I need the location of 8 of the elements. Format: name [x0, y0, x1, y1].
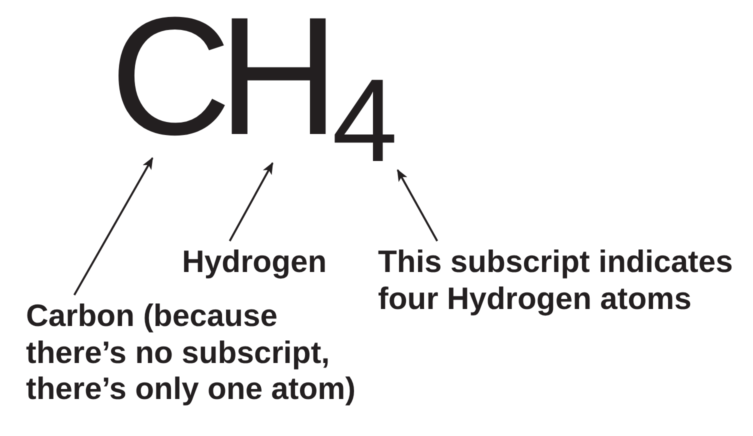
- callout-label: Hydrogen: [182, 244, 327, 281]
- callout-label: This subscript indicates four Hydrogen atoms: [378, 244, 748, 318]
- formula-letter: C: [110, 0, 232, 160]
- leader-arrow: [228, 162, 274, 242]
- subscript-number: 4: [332, 62, 398, 180]
- leader-arrow: [73, 157, 154, 296]
- callout-label: Carbon (because there’s no subscript, there’s only one atom): [26, 298, 371, 408]
- leader-arrow: [396, 169, 438, 242]
